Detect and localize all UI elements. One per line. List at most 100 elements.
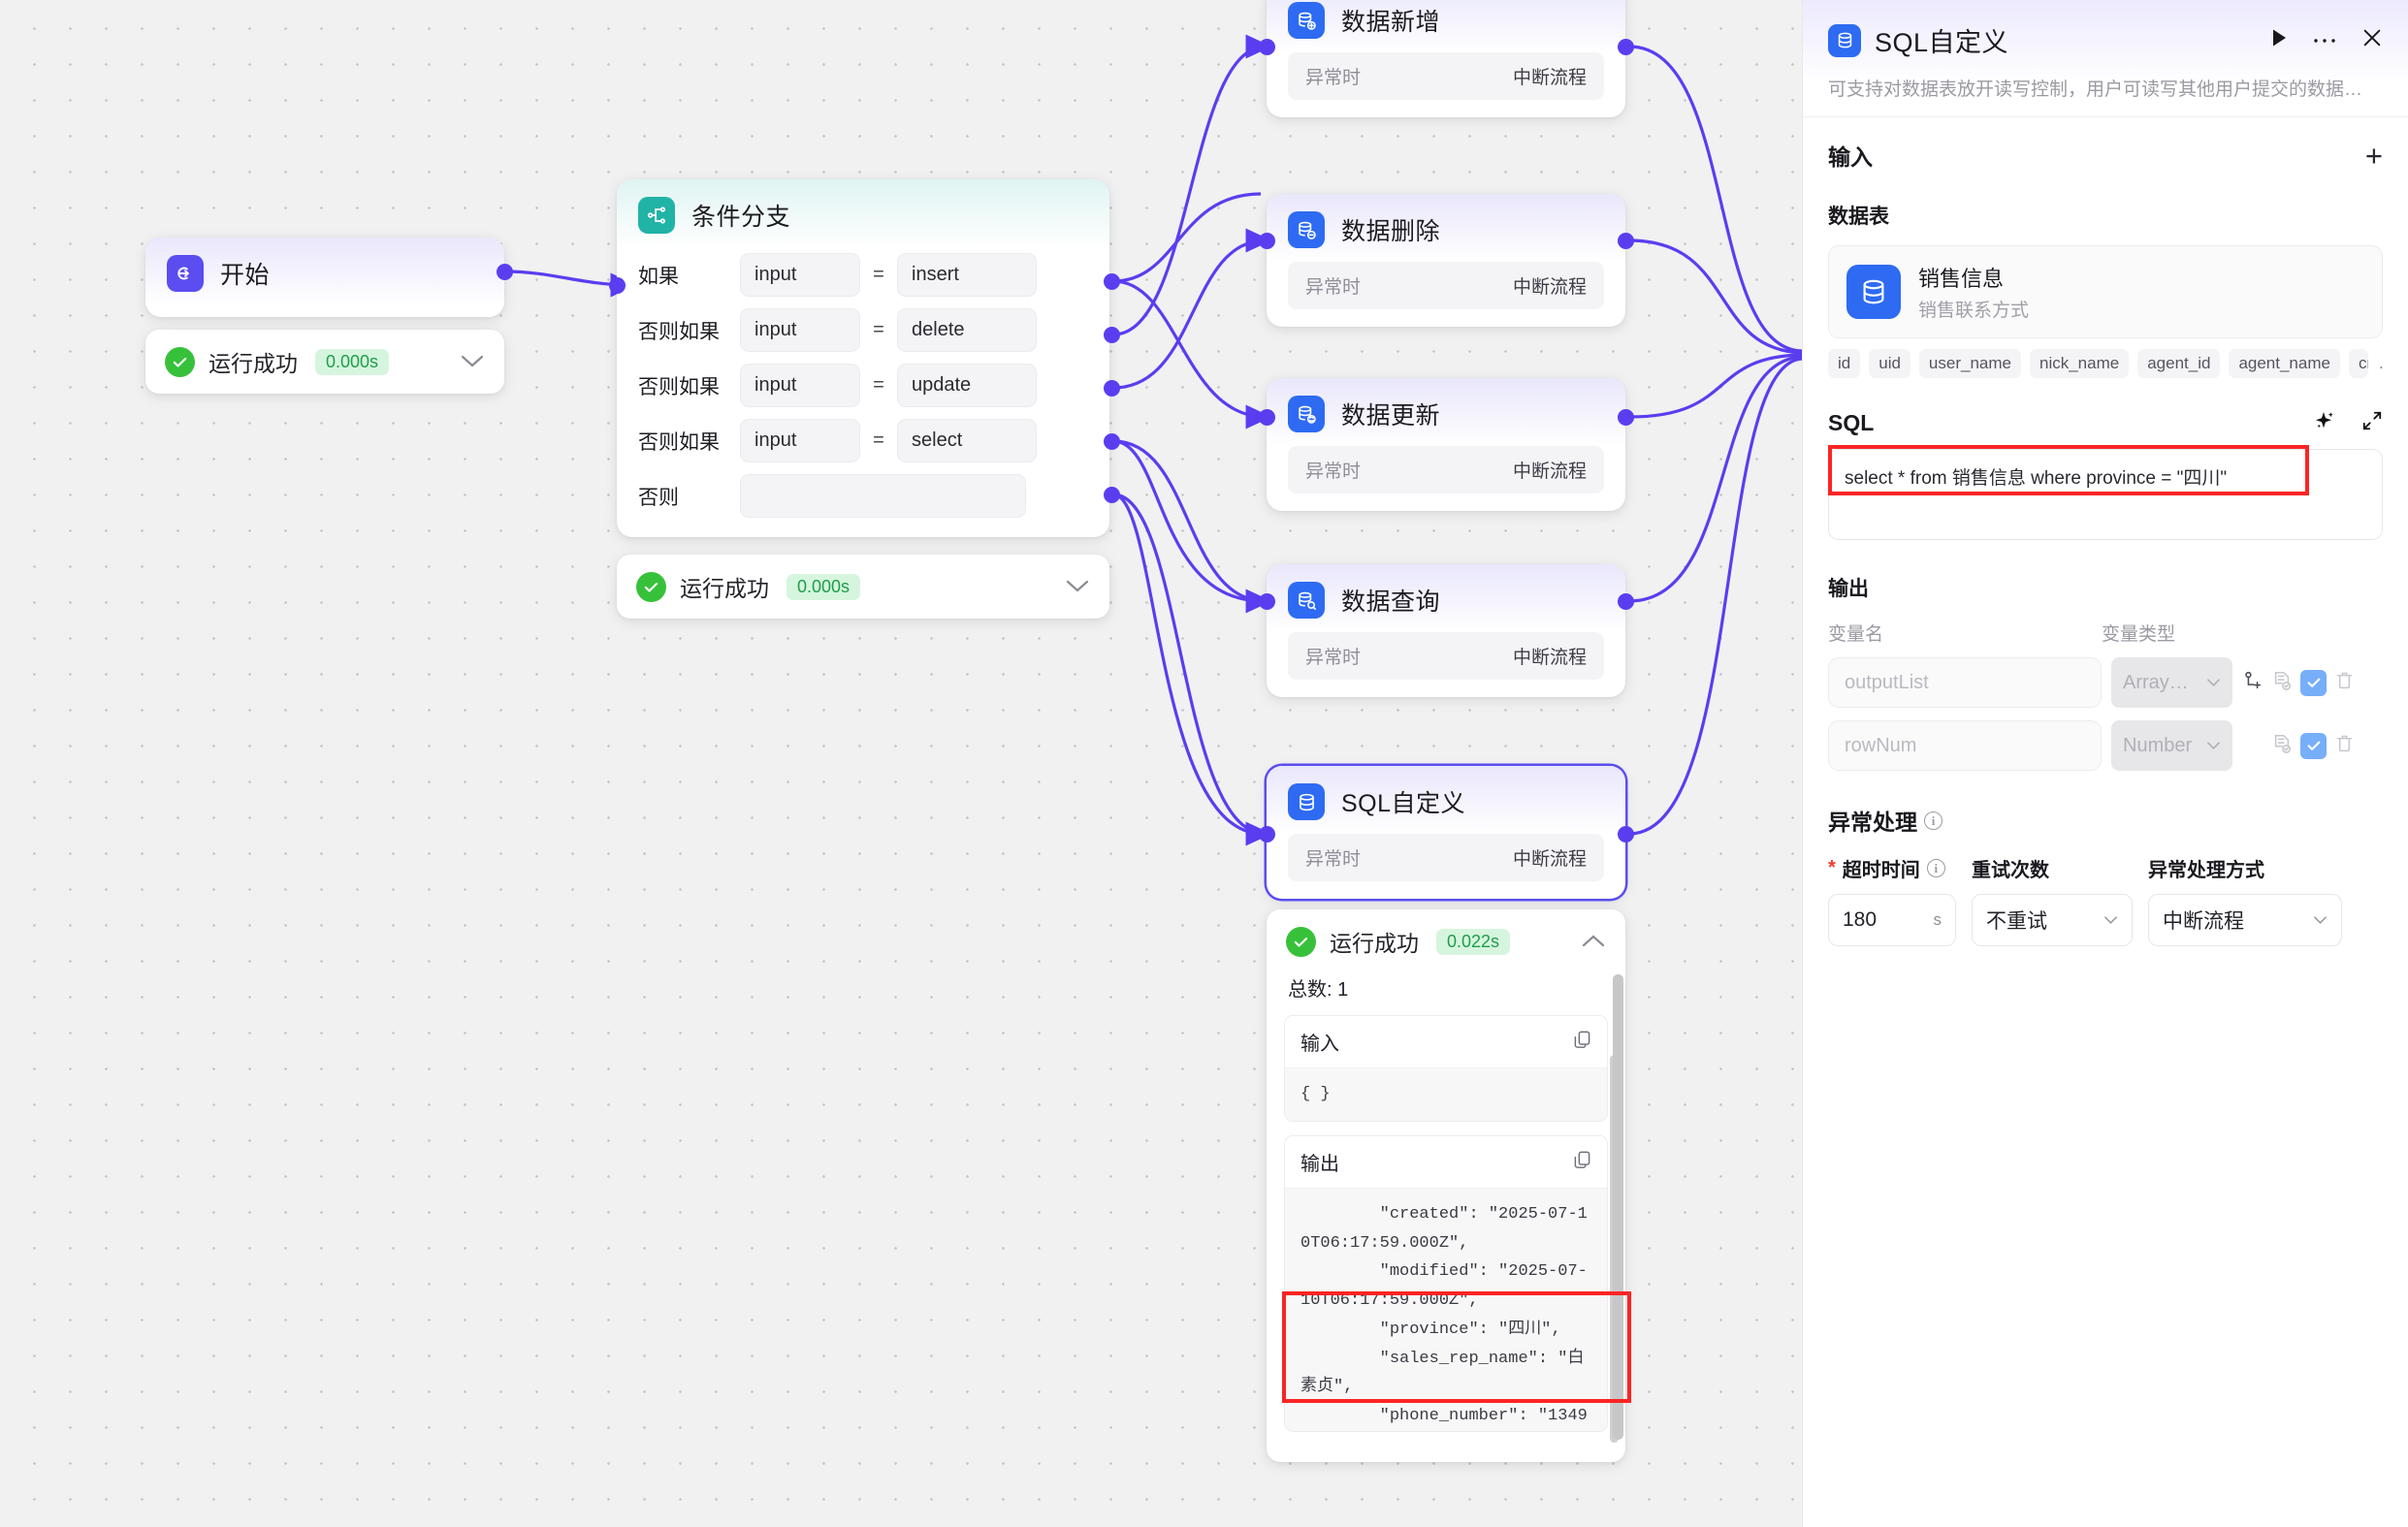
port-update-out[interactable] (1618, 409, 1634, 426)
port-delete-in[interactable] (1259, 233, 1275, 249)
node-data-delete[interactable]: 数据删除 异常时 中断流程 (1267, 194, 1625, 327)
branch-row[interactable]: 否则如果 input = delete (638, 308, 1088, 352)
branch-row-else-field[interactable] (740, 474, 1026, 518)
add-sub-variable-icon[interactable] (2242, 670, 2264, 696)
enable-checkbox[interactable] (2300, 732, 2327, 759)
more-icon[interactable] (2313, 32, 2336, 49)
port-branch-in[interactable] (609, 277, 626, 294)
column-chip: agent_id (2137, 349, 2221, 378)
check-icon (1286, 926, 1316, 957)
retry-select[interactable]: 不重试 (1972, 894, 2133, 946)
retry-value: 不重试 (1986, 910, 2047, 933)
run-status-sql-label: 运行成功 (1330, 931, 1419, 956)
workflow-canvas[interactable]: 开始 运行成功 0.000s (0, 0, 1802, 1527)
properties-panel[interactable]: SQL自定义 可支持对数据表放开读写控制，用户可读写其他用户提交的数据… (1802, 0, 2408, 1527)
run-icon[interactable] (2271, 28, 2288, 52)
retry-label: 重试次数 (1972, 860, 2049, 881)
schema-icon[interactable] (2271, 733, 2293, 759)
copy-icon[interactable] (1573, 1030, 1591, 1054)
branch-row-else[interactable]: 否则 (638, 474, 1088, 518)
port-branch-out-1[interactable] (1104, 273, 1120, 290)
exception-row: 异常时 中断流程 (1288, 262, 1604, 309)
output-type-value: Number (2123, 734, 2193, 756)
panel-title: SQL自定义 (1875, 28, 2009, 57)
branch-row[interactable]: 否则如果 input = select (638, 419, 1088, 462)
port-insert-in[interactable] (1259, 39, 1275, 55)
expand-icon[interactable] (2361, 410, 2383, 436)
branch-row-left-field[interactable]: input (740, 364, 860, 407)
branch-row-right-field[interactable]: select (897, 419, 1037, 462)
node-branch[interactable]: 条件分支 如果 input = insert 否则如果 input = dele… (617, 179, 1109, 537)
port-query-out[interactable] (1618, 593, 1634, 610)
table-card-text: 销售信息 销售联系方式 (1918, 262, 2029, 322)
port-sql-in[interactable] (1259, 826, 1275, 843)
result-input-header: 输入 (1285, 1016, 1607, 1068)
exception-label: 异常时 (1305, 461, 1362, 482)
delete-icon[interactable] (2334, 733, 2355, 758)
run-status-branch[interactable]: 运行成功 0.000s (617, 555, 1109, 619)
branch-row-right-field[interactable]: update (897, 364, 1037, 407)
output-type-select[interactable]: Number (2111, 720, 2232, 771)
column-overflow[interactable]: ... (2377, 349, 2383, 378)
branch-row-right-field[interactable]: delete (897, 308, 1037, 352)
table-card[interactable]: 销售信息 销售联系方式 (1828, 245, 2383, 338)
panel-actions (2271, 27, 2383, 53)
panel-output-title: 输出 (1828, 578, 1869, 600)
branch-row-right-field[interactable]: insert (897, 253, 1037, 297)
branch-row-label: 如果 (638, 265, 679, 288)
node-data-insert-header: 数据新增 (1267, 0, 1625, 52)
sparkle-icon[interactable] (2313, 409, 2336, 437)
branch-row-label: 否则如果 (638, 320, 720, 343)
chevron-up-icon[interactable] (1581, 931, 1606, 952)
branch-row-left-field[interactable]: input (740, 419, 860, 462)
info-icon[interactable]: i (1926, 859, 1945, 877)
timeout-value: 180 (1843, 908, 1878, 931)
timeout-field: * 超时时间 i 180 s (1828, 854, 1956, 946)
panel-input-section: 输入 + (1803, 116, 2408, 185)
port-insert-out[interactable] (1618, 39, 1634, 55)
node-sql-custom[interactable]: SQL自定义 异常时 中断流程 (1267, 766, 1625, 899)
output-name-input[interactable]: rowNum (1828, 720, 2102, 771)
branch-row[interactable]: 如果 input = insert (638, 253, 1088, 297)
chevron-down-icon[interactable] (460, 351, 485, 372)
branch-row-left-field[interactable]: input (740, 253, 860, 297)
sql-input[interactable]: select * from 销售信息 where province = "四川" (1828, 449, 2383, 540)
delete-icon[interactable] (2334, 670, 2355, 695)
schema-icon[interactable] (2271, 670, 2293, 696)
branch-row-left-field[interactable]: input (740, 308, 860, 352)
node-start-header: 开始 (145, 238, 504, 305)
copy-icon[interactable] (1573, 1150, 1591, 1174)
run-status-start-row: 运行成功 0.000s (145, 330, 504, 394)
node-branch-header: 条件分支 (617, 179, 1109, 247)
sql-result-panel[interactable]: 运行成功 0.022s 总数: 1 输入 { } 输出 (1267, 909, 1625, 1462)
output-type-select[interactable]: Array… (2111, 657, 2232, 708)
port-branch-out-4[interactable] (1104, 433, 1120, 450)
close-icon[interactable] (2361, 27, 2383, 53)
canvas-panel-scrollbar[interactable] (1613, 974, 1623, 1440)
node-data-update[interactable]: 数据更新 异常时 中断流程 (1267, 378, 1625, 511)
port-query-in[interactable] (1259, 593, 1275, 610)
column-chip: id (1828, 349, 1861, 378)
port-sql-out[interactable] (1618, 826, 1634, 843)
port-branch-out-3[interactable] (1104, 380, 1120, 397)
branch-row-label: 否则如果 (638, 375, 720, 398)
port-start-out[interactable] (497, 264, 513, 280)
add-input-button[interactable]: + (2364, 138, 2383, 173)
output-name-input[interactable]: outputList (1828, 657, 2102, 708)
node-data-insert[interactable]: 数据新增 异常时 中断流程 (1267, 0, 1625, 117)
handle-select[interactable]: 中断流程 (2148, 894, 2342, 946)
chevron-down-icon[interactable] (1065, 576, 1090, 597)
timeout-input[interactable]: 180 s (1828, 894, 1956, 946)
port-update-in[interactable] (1259, 409, 1275, 426)
port-branch-out-else[interactable] (1104, 487, 1120, 503)
run-status-start[interactable]: 运行成功 0.000s (145, 330, 504, 394)
info-icon[interactable]: i (1924, 811, 1942, 830)
port-delete-out[interactable] (1618, 233, 1634, 249)
branch-row-operator: = (873, 319, 884, 340)
branch-row[interactable]: 否则如果 input = update (638, 364, 1088, 407)
node-data-query[interactable]: 数据查询 异常时 中断流程 (1267, 564, 1625, 697)
branch-row-label: 否则如果 (638, 430, 720, 454)
enable-checkbox[interactable] (2300, 669, 2327, 696)
port-branch-out-2[interactable] (1104, 327, 1120, 343)
node-start[interactable]: 开始 (145, 238, 504, 317)
